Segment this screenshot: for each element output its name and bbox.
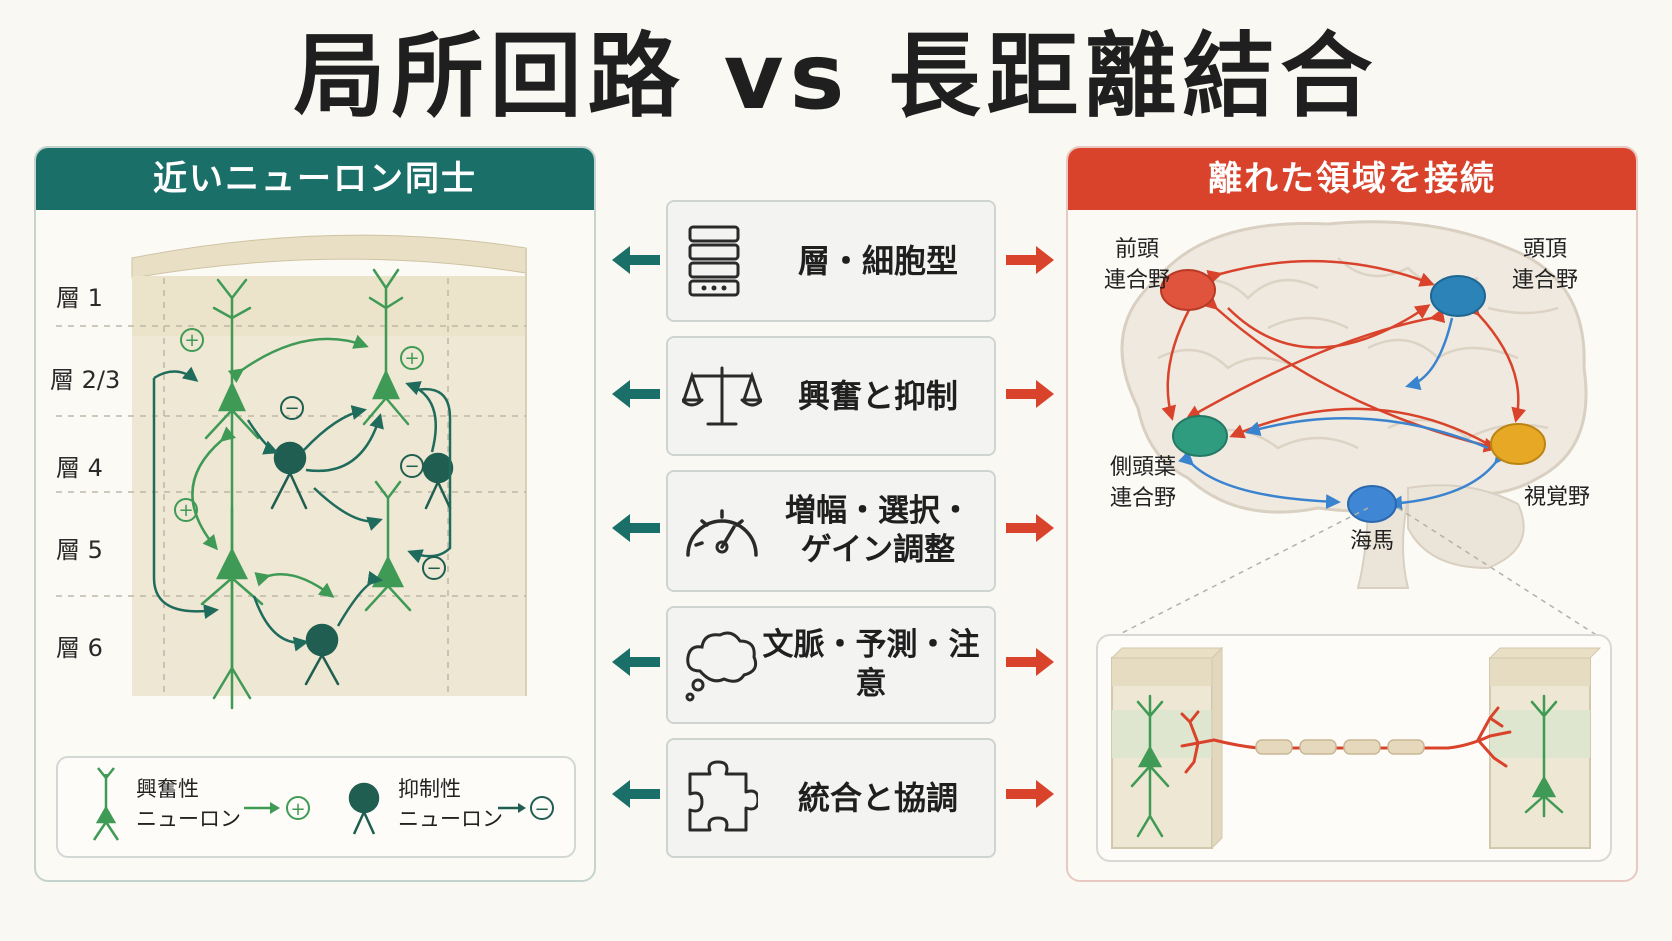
svg-text:+: + xyxy=(184,330,199,351)
local-circuit-panel: 近いニューロン同士 xyxy=(34,146,596,882)
left-column-block xyxy=(1110,646,1224,850)
excitatory-arrow-icon: + xyxy=(244,796,310,820)
cortical-column-diagram: + + + − − − xyxy=(56,234,527,710)
svg-text:−: − xyxy=(404,456,419,477)
region-label-temporal: 側頭葉 連合野 xyxy=(1110,455,1177,511)
thought-cloud-icon xyxy=(685,631,758,702)
excitatory-neuron-icon xyxy=(92,767,120,841)
svg-text:−: − xyxy=(284,398,299,419)
right-arrow-icon xyxy=(1006,380,1054,408)
left-arrow-icon xyxy=(612,380,660,408)
long-range-axon-diagram xyxy=(1110,646,1602,850)
comparison-label-integration: 統合と協調 xyxy=(797,779,958,817)
right-arrow-icon xyxy=(1006,780,1054,808)
page-title: 局所回路 vs 長距離結合 xyxy=(293,23,1379,130)
minus-sign-1: − xyxy=(280,396,304,420)
svg-text:+: + xyxy=(178,500,193,521)
right-arrow-icon xyxy=(1006,514,1054,542)
layer-label-5: 層 5 xyxy=(56,536,103,564)
region-label-frontal: 前頭 連合野 xyxy=(1104,237,1171,293)
parietal-node xyxy=(1430,275,1486,317)
gauge-icon xyxy=(686,509,758,557)
left-arrow-icon xyxy=(612,246,660,274)
comparison-item-integration: 統合と協調 xyxy=(666,738,996,858)
left-arrow-icon xyxy=(612,780,660,808)
svg-text:+: + xyxy=(290,799,305,820)
svg-text:−: − xyxy=(534,799,549,820)
minus-sign-2: − xyxy=(400,454,424,478)
comparison-label-excitation-inhibition: 興奮と抑制 xyxy=(797,377,958,415)
right-arrow-icon xyxy=(1006,648,1054,676)
layer-label-1: 層 1 xyxy=(56,284,103,312)
layers-stack-icon xyxy=(688,225,740,297)
right-column-block xyxy=(1488,647,1602,849)
plus-sign-2: + xyxy=(400,346,424,370)
balance-scale-icon xyxy=(682,366,762,426)
hippocampus-node xyxy=(1347,485,1397,523)
frontal-node xyxy=(1160,269,1216,311)
comparison-label-context: 文脈・予測・注意 xyxy=(762,627,980,702)
region-label-visual: 視覚野 xyxy=(1524,485,1591,510)
long-range-axon-inset xyxy=(1096,634,1612,862)
plus-sign-1: + xyxy=(180,328,204,352)
puzzle-piece-icon xyxy=(688,760,758,832)
neuron-legend: + − 興奮性 ニューロン 抑制性 ニューロン xyxy=(56,756,576,858)
comparison-label-gain: 増幅・選択・ ゲイン調整 xyxy=(785,493,971,568)
legend-inhibitory-label: 抑制性 ニューロン xyxy=(398,777,503,831)
layer-label-2-3: 層 2/3 xyxy=(50,366,121,394)
left-panel-header: 近いニューロン同士 xyxy=(36,148,594,210)
comparison-label-layers: 層・細胞型 xyxy=(797,242,958,280)
left-arrow-icon xyxy=(612,514,660,542)
long-range-panel: 離れた領域を接続 xyxy=(1066,146,1638,882)
minus-sign-3: − xyxy=(422,556,446,580)
inhibitory-neuron-icon xyxy=(348,782,380,835)
layer-label-6: 層 6 xyxy=(56,634,103,662)
inhibitory-arrow-icon: − xyxy=(498,796,554,820)
left-arrow-icon xyxy=(612,648,660,676)
right-arrow-icon xyxy=(1006,246,1054,274)
legend-excitatory-label: 興奮性 ニューロン xyxy=(136,777,241,831)
region-label-hippocampus: 海馬 xyxy=(1350,529,1395,554)
plus-sign-3: + xyxy=(174,498,198,522)
comparison-item-excitation-inhibition: 興奮と抑制 xyxy=(666,336,996,456)
right-panel-header: 離れた領域を接続 xyxy=(1068,148,1636,210)
visual-node xyxy=(1490,423,1546,465)
temporal-node xyxy=(1172,415,1228,457)
layer-label-4: 層 4 xyxy=(56,454,103,482)
brain-network-diagram xyxy=(1115,220,1599,637)
svg-text:−: − xyxy=(426,558,441,579)
svg-text:+: + xyxy=(404,348,419,369)
region-label-parietal: 頭頂 連合野 xyxy=(1512,237,1579,293)
comparison-item-context: 文脈・予測・注意 xyxy=(666,606,996,724)
comparison-item-gain: 増幅・選択・ ゲイン調整 xyxy=(666,470,996,592)
comparison-item-layers: 層・細胞型 xyxy=(666,200,996,322)
